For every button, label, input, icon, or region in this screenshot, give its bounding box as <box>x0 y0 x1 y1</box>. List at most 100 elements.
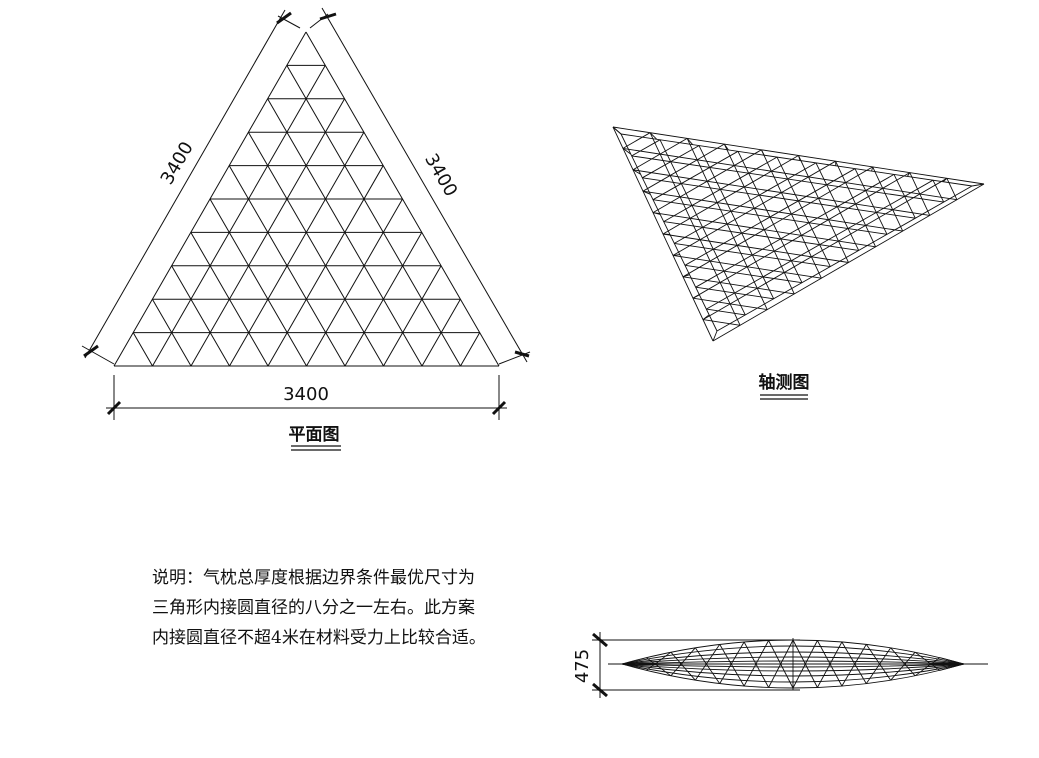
axo-top-chord <box>662 155 799 235</box>
plan-view-title: 平面图 <box>289 425 340 445</box>
section-diagonal <box>743 640 769 687</box>
note-line: 说明：气枕总厚度根据边界条件最优尺寸为 <box>152 568 475 588</box>
axo-top-chord <box>712 183 985 342</box>
plan-dim-right-label: 3400 <box>420 150 461 200</box>
axo-bottom-chord <box>659 139 746 316</box>
axo-bottom-chord <box>663 221 859 251</box>
section-diagonal <box>939 657 965 665</box>
plan-grid-line <box>383 265 442 367</box>
axo-top-chord <box>798 155 849 263</box>
plan-triangular-grid <box>113 31 500 367</box>
axo-web-member <box>622 148 632 155</box>
section-diagonal <box>670 647 696 677</box>
plan-grid-line <box>229 131 365 367</box>
axo-web-member <box>682 274 690 278</box>
axo-top-chord <box>692 172 911 299</box>
section-diagonal <box>768 639 794 688</box>
axo-top-chord <box>686 138 768 310</box>
axo-bottom-chord <box>652 150 739 201</box>
axo-bottom-chord <box>684 264 803 284</box>
plan-grid-line <box>247 131 384 367</box>
axo-top-chord <box>649 132 741 326</box>
plan-grid-line <box>305 31 500 367</box>
axo-bottom-chord <box>776 156 831 267</box>
section-diagonal <box>890 651 916 681</box>
axo-web-member <box>907 172 911 177</box>
plan-dim-bottom-label: 3400 <box>283 384 329 405</box>
cushion-section-profile <box>608 638 988 690</box>
design-notes: 说明：气枕总厚度根据边界条件最优尺寸为 三角形内接圆直径的八分之一左右。此方案 … <box>152 563 492 653</box>
axo-bottom-chord <box>642 177 916 219</box>
axo-web-member <box>632 169 641 175</box>
section-diagonal <box>719 641 745 684</box>
plan-dim-bottom <box>106 375 507 420</box>
axo-bottom-chord <box>631 155 944 203</box>
section-diagonal <box>865 647 892 684</box>
axo-web-member <box>642 190 651 195</box>
plan-grid-line <box>267 98 423 367</box>
note-line: 内接圆直径不超4米在材料受力上比较合适。 <box>152 628 486 648</box>
axo-bottom-chord <box>854 168 888 235</box>
plan-grid-line <box>306 198 403 367</box>
axo-top-chord <box>872 166 904 232</box>
section-diagonal <box>890 647 916 677</box>
axo-top-chord <box>946 178 958 200</box>
axo-bottom-chord <box>716 185 973 332</box>
section-diagonal <box>694 647 721 684</box>
axo-top-chord <box>682 276 795 295</box>
axo-web-member <box>942 177 948 183</box>
section-diagonal <box>670 651 696 681</box>
plan-grid-line <box>152 65 326 367</box>
axo-bottom-chord <box>932 180 945 203</box>
section-dim-height <box>592 632 800 698</box>
axo-bottom-chord <box>706 308 746 316</box>
axonometric-view: 轴测图 <box>612 126 985 400</box>
axo-bottom-chord <box>620 133 973 187</box>
axo-bottom-chord <box>698 145 775 299</box>
axo-web-member <box>723 143 729 151</box>
section-diagonal <box>914 657 940 677</box>
plan-grid-line <box>286 65 461 367</box>
axo-web-member <box>692 294 700 299</box>
axo-web-member <box>662 233 671 235</box>
plan-grid-line <box>460 332 481 367</box>
axo-top-chord <box>702 177 948 320</box>
section-diagonal <box>914 651 940 671</box>
axo-top-chord <box>622 132 651 149</box>
plan-grid-line <box>113 31 307 367</box>
axo-web-member <box>712 330 718 342</box>
section-diagonal <box>817 641 843 688</box>
section-diagonal <box>939 663 965 671</box>
section-dim-height-label: 475 <box>572 649 593 683</box>
note-line: 三角形内接圆直径的八分之一左右。此方案 <box>152 598 475 618</box>
axo-web-member <box>971 183 985 187</box>
axo-web-member <box>652 212 661 215</box>
plan-dim-right <box>309 7 531 365</box>
plan-dim-left <box>81 9 301 365</box>
axo-top-chord <box>642 143 725 192</box>
section-diagonal <box>646 657 672 677</box>
axo-web-member <box>612 126 622 135</box>
section-diagonal <box>841 641 867 684</box>
section-diagonal <box>743 641 769 688</box>
section-diagonal <box>817 640 843 687</box>
section-view: 475 <box>572 632 988 698</box>
axonometric-view-title: 轴测图 <box>759 372 810 393</box>
axo-web-member <box>686 138 693 145</box>
axonometric-space-frame <box>612 126 985 342</box>
plan-grid-line <box>132 332 153 367</box>
axo-top-chord <box>662 233 849 263</box>
axo-top-chord <box>723 143 795 295</box>
axo-bottom-chord <box>695 174 895 288</box>
section-diagonal <box>646 651 672 671</box>
plan-grid-line <box>171 265 230 367</box>
axo-bottom-chord <box>706 179 934 310</box>
plan-grid-line <box>209 198 307 367</box>
axo-top-chord <box>702 319 741 326</box>
axo-web-member <box>761 149 765 156</box>
axo-bottom-chord <box>652 199 888 235</box>
axo-top-chord <box>682 166 873 278</box>
axo-web-member <box>702 314 710 320</box>
